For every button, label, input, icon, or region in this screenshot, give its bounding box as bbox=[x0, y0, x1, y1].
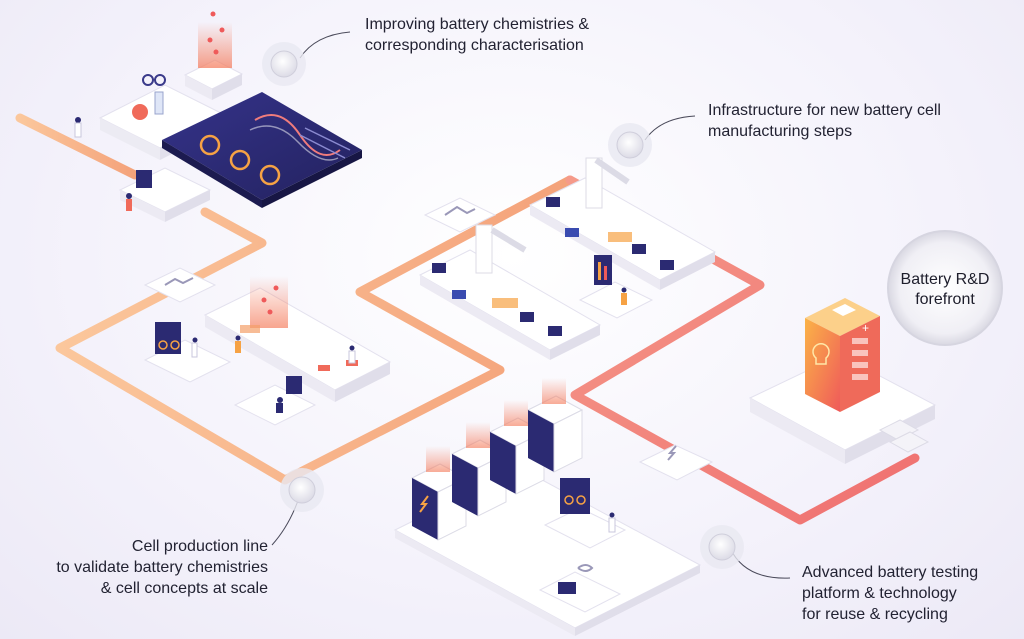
data-dashboard-panel bbox=[162, 92, 362, 208]
battery-test-racks bbox=[410, 378, 584, 541]
hub-label: Battery R&D forefront bbox=[900, 271, 990, 308]
recycling-station bbox=[538, 564, 622, 613]
callout-testing: Advanced battery testing platform & tech… bbox=[802, 564, 979, 623]
inspection-station bbox=[578, 255, 654, 319]
callout-connector bbox=[644, 115, 696, 141]
research-desk bbox=[118, 167, 212, 222]
cell-manufacturing-line-left bbox=[418, 224, 602, 360]
operator-desk bbox=[233, 376, 317, 426]
callout-infrastructure: Infrastructure for new battery cell manu… bbox=[708, 102, 941, 140]
cell-manufacturing-line-right bbox=[528, 157, 717, 290]
svg-text:+: + bbox=[862, 321, 869, 335]
battery-rd-hub-marker bbox=[887, 230, 1003, 346]
production-monitor-station bbox=[143, 322, 232, 383]
callout-marker-testing bbox=[700, 525, 744, 569]
callout-chemistries: Improving battery chemistries & correspo… bbox=[365, 16, 590, 54]
callout-production: Cell production line to validate battery… bbox=[56, 538, 268, 597]
assembly-robot-icon-tile bbox=[143, 267, 217, 303]
callout-connector bbox=[299, 31, 351, 59]
chemistry-analysis-box bbox=[183, 11, 244, 100]
robot-arm-icon-tile bbox=[423, 197, 497, 233]
callout-marker-infrastructure bbox=[608, 123, 652, 167]
charging-icon-tile bbox=[638, 444, 714, 481]
person-figure bbox=[74, 117, 82, 138]
callout-marker-production bbox=[280, 468, 324, 512]
battery-icon: + bbox=[805, 298, 880, 412]
person-figure bbox=[235, 335, 356, 364]
testing-monitor-station bbox=[543, 478, 627, 549]
callout-marker-chemistries bbox=[262, 42, 306, 86]
